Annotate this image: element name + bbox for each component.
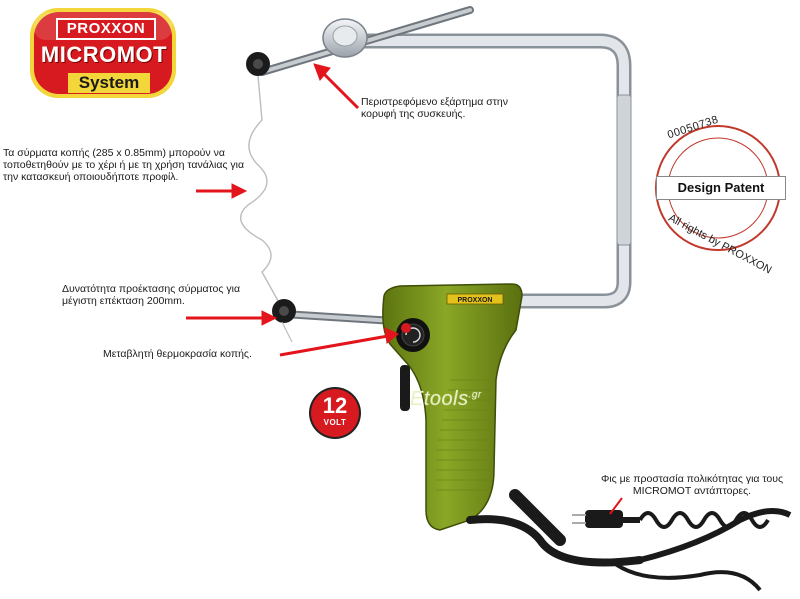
callout-polarity-plug: Φις με προστασία πολικότητας για τους MI… bbox=[600, 473, 784, 497]
power-cable bbox=[466, 489, 792, 592]
temperature-dial bbox=[396, 318, 430, 352]
cutting-wire bbox=[239, 75, 283, 309]
patent-label: Design Patent bbox=[656, 176, 786, 200]
voltage-unit: VOLT bbox=[323, 418, 347, 427]
frame bbox=[334, 33, 632, 309]
callout-cutting-wires: Τα σύρματα κοπής (285 x 0.85mm) μπορούν … bbox=[3, 147, 245, 183]
watermark-text: Etools bbox=[410, 388, 469, 410]
callout-temperature: Μεταβλητή θερμοκρασία κοπής. bbox=[103, 348, 252, 360]
callout-arrows bbox=[186, 63, 623, 515]
callout-rotating-part: Περιστρεφόμενο εξάρτημα στην κορυφή της … bbox=[361, 96, 508, 120]
tool-brand-label: PROXXON bbox=[457, 297, 492, 304]
logo-product: MICROMOT bbox=[40, 42, 168, 67]
proxxon-micromot-logo: PROXXON MICROMOT System bbox=[28, 6, 180, 102]
watermark: Etools.gr bbox=[410, 388, 482, 411]
logo-brand: PROXXON bbox=[56, 18, 156, 40]
callout-wire-extension: Δυνατότητα προέκτασης σύρματος για μέγισ… bbox=[62, 283, 241, 307]
voltage-badge: 12 VOLT bbox=[311, 389, 359, 437]
voltage-number: 12 bbox=[322, 393, 348, 418]
design-patent-stamp: 00050738 Design Patent All rights by PRO… bbox=[646, 114, 796, 277]
logo-system: System bbox=[68, 73, 150, 93]
watermark-suffix: .gr bbox=[468, 389, 482, 401]
top-arm bbox=[246, 6, 474, 76]
